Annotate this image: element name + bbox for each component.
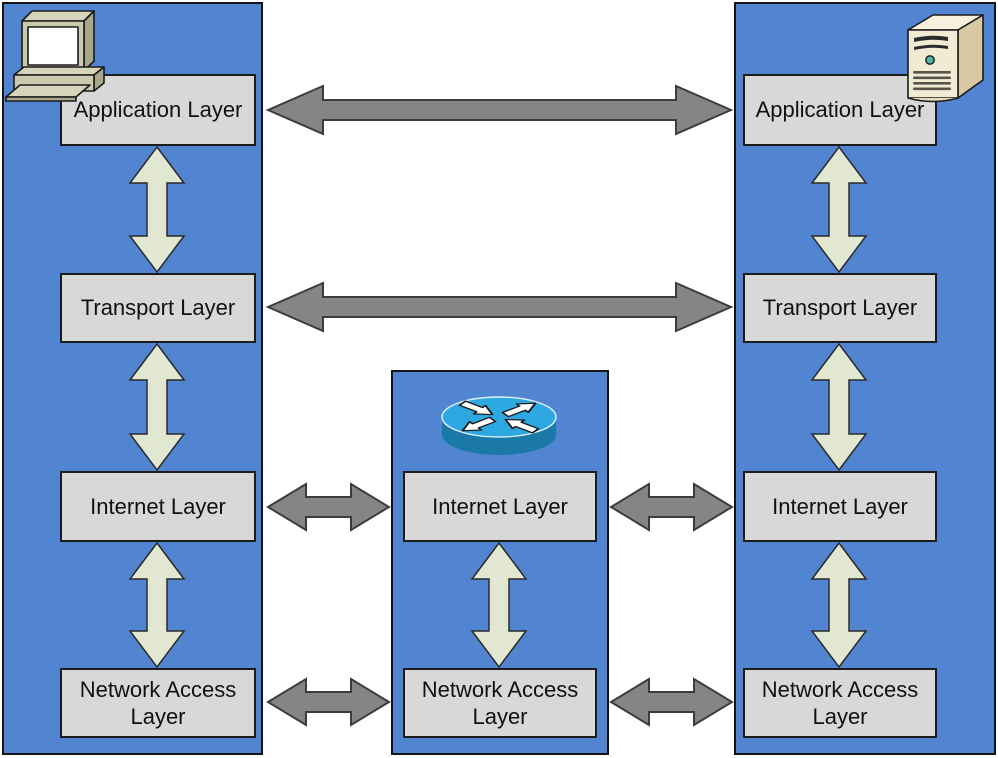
- arrow-right-transport-internet: [810, 342, 868, 472]
- arrow-internet-left-router: [266, 482, 391, 532]
- arrow-network-left-router: [266, 677, 391, 727]
- layer-box-right-transport: Transport Layer: [743, 273, 937, 343]
- arrow-transport-peer-link: [265, 281, 734, 333]
- arrow-right-internet-network: [810, 541, 868, 669]
- layer-box-left-network-access: Network Access Layer: [60, 668, 256, 738]
- server-icon: [907, 14, 984, 103]
- arrow-router-internet-network: [470, 541, 528, 669]
- arrow-network-router-right: [609, 677, 734, 727]
- arrow-left-internet-network: [128, 541, 186, 669]
- layer-box-left-transport: Transport Layer: [60, 273, 256, 343]
- layer-box-left-internet: Internet Layer: [60, 471, 256, 542]
- layer-box-right-network-access: Network Access Layer: [743, 668, 937, 738]
- arrow-right-app-transport: [810, 145, 868, 274]
- desktop-computer-icon: [5, 10, 105, 102]
- layer-box-router-network-access: Network Access Layer: [403, 668, 597, 738]
- arrow-internet-router-right: [609, 482, 734, 532]
- layer-box-right-application: Application Layer: [743, 74, 937, 146]
- layer-box-router-internet: Internet Layer: [403, 471, 597, 542]
- arrow-application-peer-link: [265, 84, 734, 136]
- arrow-left-transport-internet: [128, 342, 186, 472]
- router-icon: [441, 396, 557, 455]
- arrow-left-app-transport: [128, 145, 186, 274]
- layer-box-right-internet: Internet Layer: [743, 471, 937, 542]
